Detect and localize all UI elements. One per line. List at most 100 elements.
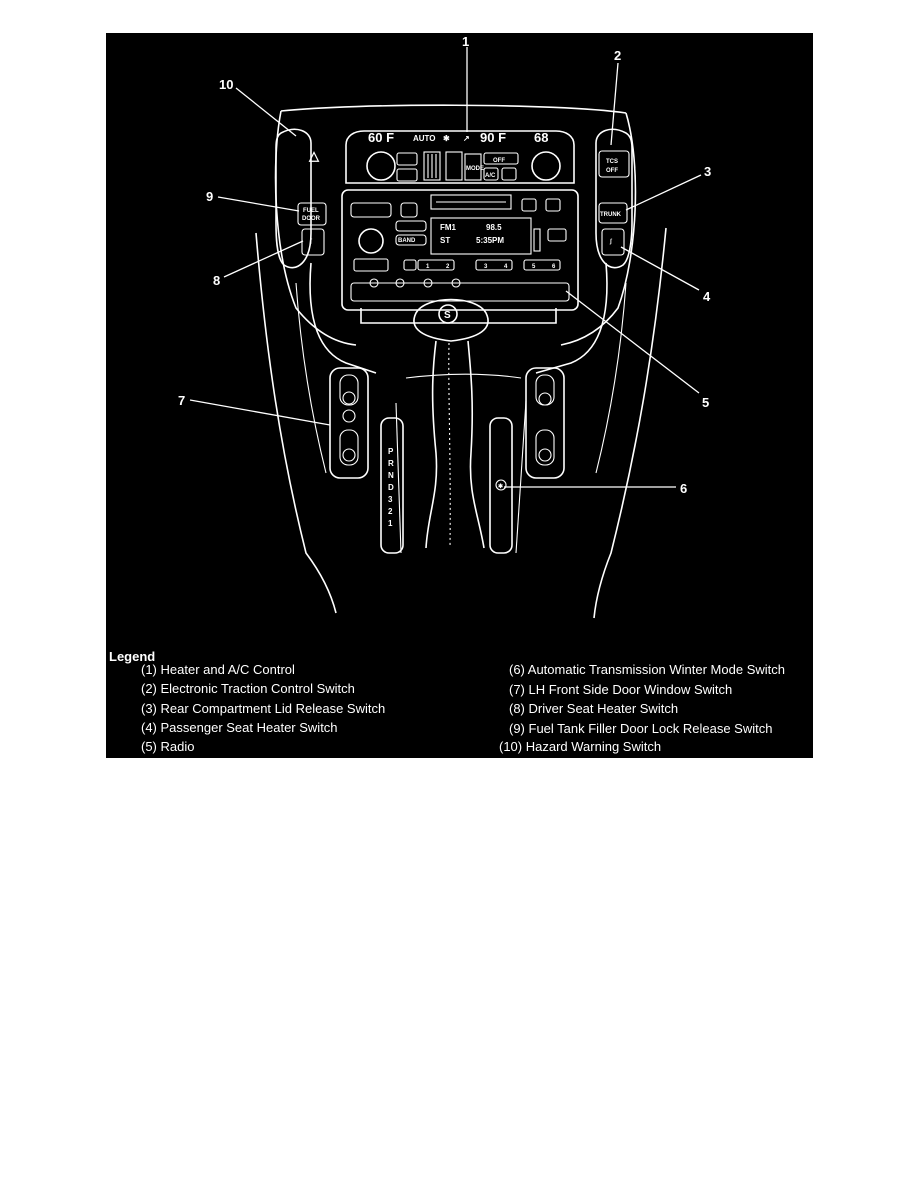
stereo-indicator: ST: [440, 236, 450, 245]
callout-4: 4: [703, 289, 711, 304]
left-temp: 60 F: [368, 130, 394, 145]
rear-defrost-button[interactable]: [396, 168, 418, 182]
trunk-label: TRUNK: [600, 212, 622, 218]
leader-5: [565, 290, 700, 394]
legend-item-6: (6) Automatic Transmission Winter Mode S…: [509, 662, 785, 677]
leader-9: [217, 196, 300, 212]
radio-button-a[interactable]: [369, 278, 379, 288]
radio-button-d[interactable]: [451, 278, 461, 288]
gear-3: 3: [388, 495, 393, 504]
leader-8: [223, 240, 304, 278]
mute-button[interactable]: [353, 258, 389, 272]
radio-button-c[interactable]: [423, 278, 433, 288]
eject-button[interactable]: [521, 198, 537, 212]
off-label: OFF: [493, 158, 505, 164]
preset-1-2[interactable]: [417, 259, 455, 271]
callout-10: 10: [219, 77, 233, 92]
scan-button[interactable]: [547, 228, 567, 242]
legend-item-8: (8) Driver Seat Heater Switch: [509, 701, 679, 716]
leader-3: [625, 174, 702, 211]
fuel-door-switch[interactable]: [297, 202, 327, 226]
window-switch-rear-upper[interactable]: [538, 392, 552, 406]
recirc-button[interactable]: [501, 167, 517, 181]
rdm-button[interactable]: [403, 259, 417, 271]
off-button[interactable]: [483, 152, 519, 165]
callout-2: 2: [614, 48, 621, 63]
fan-icon: ✱: [443, 134, 450, 143]
ac-button[interactable]: [483, 167, 499, 181]
right-temp: 90 F: [480, 130, 506, 145]
cassette-slot[interactable]: [430, 194, 512, 210]
band-button[interactable]: [395, 234, 427, 246]
window-switch-rear-lower[interactable]: [538, 448, 552, 462]
shift-knob-letter: S: [444, 310, 451, 321]
legend-item-3: (3) Rear Compartment Lid Release Switch: [141, 701, 386, 716]
gear-1: 1: [388, 519, 393, 528]
seat-heater-icon: ∫: [309, 238, 312, 245]
preset-2-label: 2: [446, 264, 450, 270]
shifter: S: [395, 298, 527, 554]
winter-mode-switch[interactable]: [495, 479, 507, 491]
passenger-seat-heater-switch[interactable]: [601, 228, 625, 256]
legend-item-7: (7) LH Front Side Door Window Switch: [509, 682, 733, 697]
callout-1: 1: [462, 34, 469, 49]
trunk-release-switch[interactable]: [598, 202, 628, 224]
airflow-icon: ↗: [463, 134, 470, 143]
tcs-off-label: OFF: [606, 168, 618, 174]
legend-item-2: (2) Electronic Traction Control Switch: [141, 681, 355, 696]
fan-slider[interactable]: [423, 151, 441, 181]
gear-r: R: [388, 459, 394, 468]
callout-5: 5: [702, 395, 709, 410]
left-switch-pod: △ FUEL DOOR ∫: [275, 128, 327, 269]
climate-display: 60 F AUTO ✱ ↗ 90 F 68: [368, 130, 548, 145]
tape-button[interactable]: [545, 198, 561, 212]
right-temp-knob[interactable]: [531, 151, 561, 181]
shift-knob[interactable]: [413, 298, 489, 342]
ac-label: A/C: [485, 173, 496, 179]
volume-knob[interactable]: [358, 228, 384, 254]
door-label: DOOR: [302, 216, 321, 222]
right-switch-pod: TCS OFF TRUNK ∫: [595, 128, 633, 269]
preset-5-6[interactable]: [523, 259, 561, 271]
climate-controls: MODE OFF A/C: [366, 151, 561, 182]
window-lock-switch[interactable]: [342, 409, 356, 423]
mode-label: MODE: [466, 166, 484, 172]
console-diagram: 60 F AUTO ✱ ↗ 90 F 68 MODE OFF A/C BAND: [178, 34, 711, 619]
gear-d: D: [388, 483, 394, 492]
console-body: [255, 104, 667, 619]
preset-3-4[interactable]: [475, 259, 513, 271]
left-window-switches: [329, 367, 369, 479]
gear-n: N: [388, 471, 394, 480]
tcs-label: TCS: [606, 159, 618, 165]
preset-4-label: 4: [504, 264, 508, 270]
window-switch-upper[interactable]: [342, 391, 356, 405]
driver-seat-heater-switch[interactable]: [301, 228, 325, 256]
hazard-icon[interactable]: △: [308, 148, 320, 163]
preset-5-label: 5: [532, 264, 536, 270]
fuel-label: FUEL: [303, 208, 319, 214]
gear-2: 2: [388, 507, 393, 516]
mode-button[interactable]: [464, 153, 482, 181]
tcs-off-switch[interactable]: [598, 150, 630, 178]
left-temp-knob[interactable]: [366, 151, 396, 181]
window-switch-lower[interactable]: [342, 448, 356, 462]
leader-2: [610, 62, 619, 146]
seek-button[interactable]: [400, 202, 418, 218]
winter-mode-strip: ✱: [489, 417, 513, 554]
radio-button-b[interactable]: [395, 278, 405, 288]
preset-6-label: 6: [552, 264, 556, 270]
radio: BAND FM1 98.5 ST 5:35PM 1 2 3 4 5 6: [350, 194, 567, 288]
callout-6: 6: [680, 481, 687, 496]
fan-speed-button[interactable]: [445, 151, 463, 181]
legend-item-1: (1) Heater and A/C Control: [141, 662, 295, 677]
audio-button[interactable]: [395, 220, 427, 232]
callout-9: 9: [206, 189, 213, 204]
defrost-button[interactable]: [396, 152, 418, 166]
legend-item-9: (9) Fuel Tank Filler Door Lock Release S…: [509, 721, 773, 736]
gear-p: P: [388, 447, 394, 456]
right-window-switches: [525, 367, 565, 479]
rewind-ff-button[interactable]: [350, 202, 392, 218]
auto-label: AUTO: [413, 134, 436, 143]
console-figure: 60 F AUTO ✱ ↗ 90 F 68 MODE OFF A/C BAND: [106, 33, 813, 758]
radio-display: [430, 217, 532, 255]
